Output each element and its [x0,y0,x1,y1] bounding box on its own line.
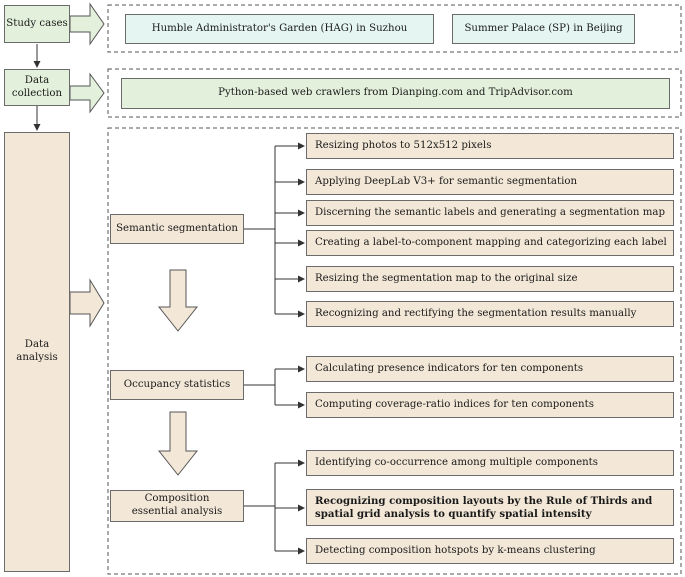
case-sp-label: Summer Palace (SP) in Beijing [464,22,623,34]
case-hag: Humble Administrator's Garden (HAG) in S… [125,14,434,44]
occupancy-statistics-bracket [244,365,305,409]
seg-step-4: Creating a label-to-component mapping an… [306,230,674,256]
occ-step-2-label: Computing coverage-ratio indices for ten… [315,398,594,410]
seg-step-1: Resizing photos to 512x512 pixels [306,133,674,159]
seg-step-5: Resizing the segmentation map to the ori… [306,266,674,292]
seg-step-3: Discerning the semantic labels and gener… [306,200,674,226]
seg-step-1-label: Resizing photos to 512x512 pixels [315,139,492,151]
stage-data-analysis: Data analysis [4,132,70,572]
semantic-segmentation-title: Semantic segmentation [116,222,238,234]
occupancy-statistics-title: Occupancy statistics [123,378,231,390]
stage-study-cases: Study cases [4,5,70,43]
seg-step-6: Recognizing and rectifying the segmentat… [306,301,674,327]
seg-step-6-label: Recognizing and rectifying the segmentat… [315,307,637,319]
occ-step-1: Calculating presence indicators for ten … [306,356,674,382]
collection-method-label: Python-based web crawlers from Dianping.… [218,87,573,99]
down-block-arrow-2 [157,411,199,476]
composition-bracket [244,459,305,555]
block-arrow-study-cases [69,2,105,46]
composition-title: Composition essential analysis [131,493,223,517]
composition-box: Composition essential analysis [110,490,244,522]
occ-step-2: Computing coverage-ratio indices for ten… [306,392,674,418]
comp-step-3: Detecting composition hotspots by k-mean… [306,538,674,564]
stage-data-analysis-label: Data analysis [16,339,58,363]
comp-step-2: Recognizing composition layouts by the R… [306,489,674,526]
case-hag-label: Humble Administrator's Garden (HAG) in S… [151,22,408,34]
comp-step-3-label: Detecting composition hotspots by k-mean… [315,544,596,556]
comp-step-1: Identifying co-occurrence among multiple… [306,450,674,476]
seg-step-2-label: Applying DeepLab V3+ for semantic segmen… [315,175,578,187]
down-block-arrow-1 [157,269,199,332]
seg-step-5-label: Resizing the segmentation map to the ori… [315,272,578,284]
comp-step-2-label: Recognizing composition layouts by the R… [315,494,653,520]
stage-study-cases-label: Study cases [6,17,68,29]
stage-data-collection: Data collection [4,69,70,106]
collection-method: Python-based web crawlers from Dianping.… [121,78,670,109]
block-arrow-data-analysis [69,278,105,328]
semantic-segmentation-bracket [244,142,305,318]
seg-step-2: Applying DeepLab V3+ for semantic segmen… [306,169,674,195]
comp-step-1-label: Identifying co-occurrence among multiple… [315,456,598,468]
stage-data-collection-label: Data collection [11,74,63,99]
seg-step-3-label: Discerning the semantic labels and gener… [315,206,665,218]
occupancy-statistics-box: Occupancy statistics [110,370,244,400]
semantic-segmentation-box: Semantic segmentation [110,214,244,244]
occ-step-1-label: Calculating presence indicators for ten … [315,362,584,374]
block-arrow-data-collection [69,72,105,114]
seg-step-4-label: Creating a label-to-component mapping an… [315,236,667,248]
case-sp: Summer Palace (SP) in Beijing [452,14,635,44]
